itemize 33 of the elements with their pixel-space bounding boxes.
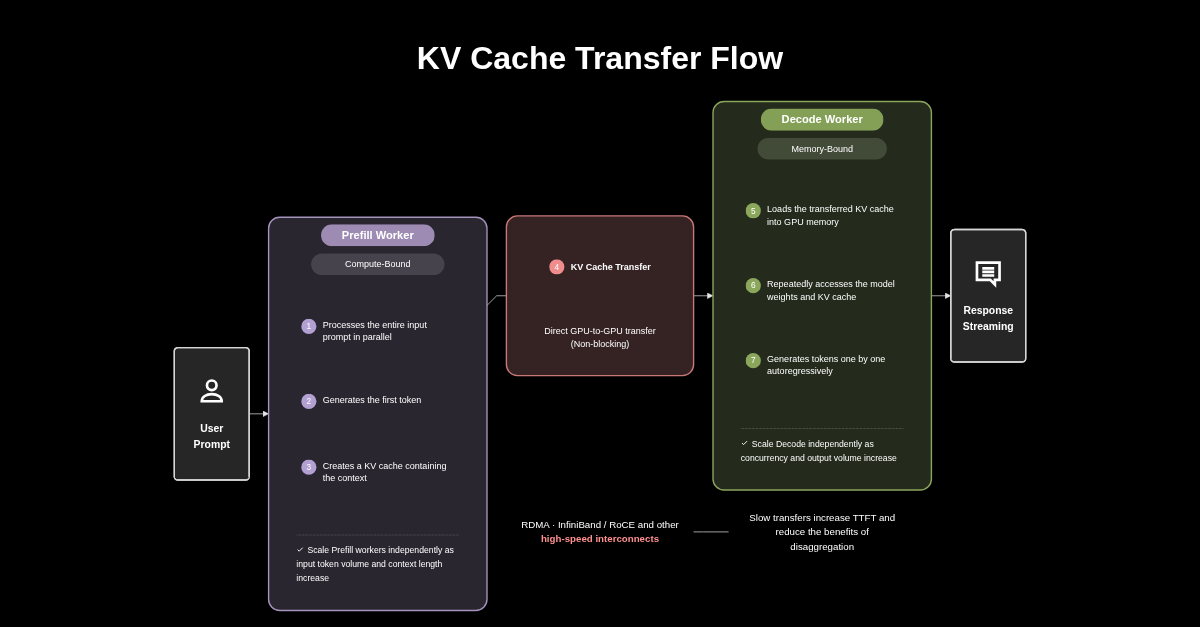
note-text: Scale Decode independently as concurrency and output volume increase [740, 427, 904, 465]
tag-label: Compute-Bound [344, 258, 412, 272]
terminal-box [173, 346, 250, 481]
step-item [301, 393, 422, 409]
annotation-text: RDMA · InfiniBand / RoCE and other high-speed interconnects [521, 519, 679, 545]
step-text: KV Cache Transfer [570, 260, 651, 274]
tag-label: Memory-Bound [790, 142, 854, 156]
terminal-box [950, 228, 1027, 363]
step-item [549, 259, 651, 275]
connector-line [693, 531, 729, 533]
worker-panel [267, 216, 488, 612]
node-label: Response Streaming [961, 303, 1015, 334]
step-item [745, 278, 895, 302]
note-text: Scale Prefill workers independently as input token volume and context length increase [296, 534, 460, 586]
step-item [745, 353, 886, 377]
group-heading: Decode Worker [760, 108, 884, 131]
step-text: Processes the entire input prompt in parallel [322, 318, 428, 344]
step-text: Generates the first token [322, 393, 423, 406]
connector-line [486, 295, 507, 306]
step-text: Generates tokens one by one autoregressively [767, 353, 887, 378]
body-text: Direct GPU-to-GPU transfer (Non-blocking) [543, 325, 657, 351]
transfer-panel [505, 215, 695, 377]
step-text: Repeatedly accesses the model weights and KV cache [767, 278, 896, 303]
step-item [301, 318, 427, 343]
annotation-text: Slow transfers increase TTFT and reduce the benefits of disaggregation [749, 512, 896, 552]
worker-panel [712, 100, 933, 491]
title: KV Cache Transfer Flow [416, 40, 784, 77]
step-item [301, 459, 447, 483]
step-text: Creates a KV cache containing the context [322, 459, 448, 484]
node-label: User Prompt [192, 421, 231, 452]
step-text: Loads the transferred KV cache into GPU memory [767, 203, 895, 228]
step-item [745, 203, 894, 227]
group-heading: Prefill Worker [321, 224, 435, 247]
